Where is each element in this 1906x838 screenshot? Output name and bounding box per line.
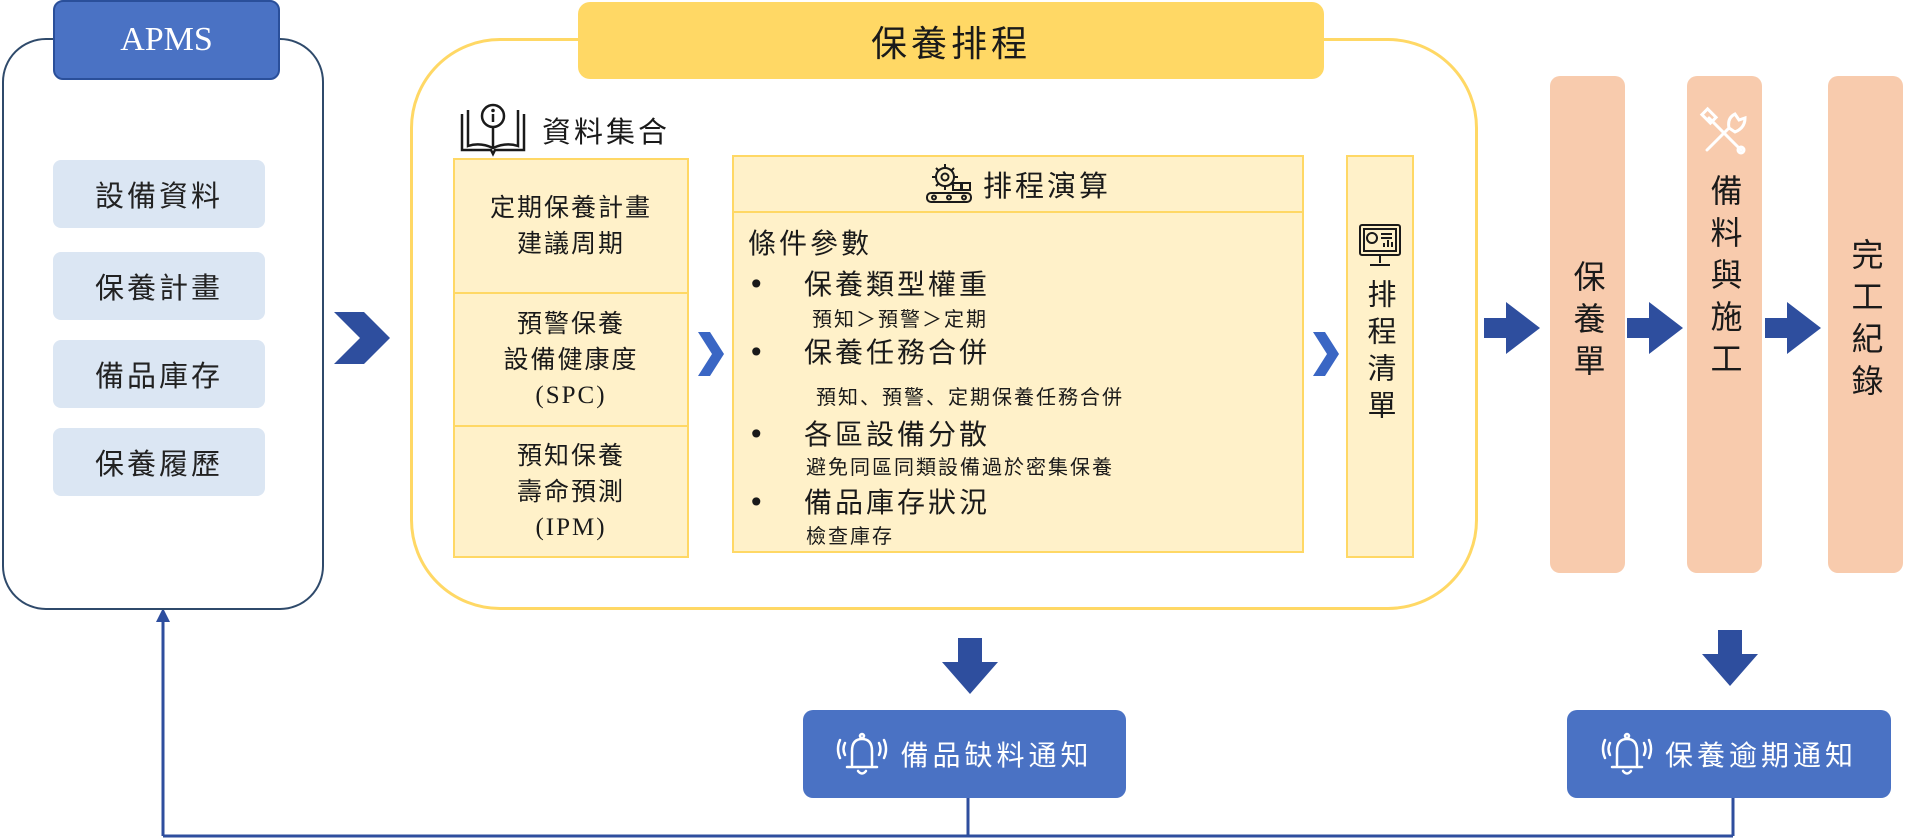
- step-label: 備料與施工: [1705, 174, 1744, 384]
- algorithm-header: 排程演算: [732, 155, 1304, 213]
- data-cell-line: (IPM): [535, 513, 607, 541]
- bullet-label: 保養任務合併: [804, 336, 991, 369]
- bullet-area-disperse: • 各區設備分散: [748, 413, 990, 453]
- data-cell-line: 壽命預測: [516, 476, 625, 506]
- apms-item-history: 保養履歷: [53, 428, 265, 496]
- bullet-dot: •: [748, 268, 768, 301]
- step-label: 完工紀錄: [1846, 238, 1885, 406]
- monitor-chart-icon: [1359, 224, 1401, 266]
- overdue-notice: 保養逾期通知: [1567, 710, 1891, 798]
- shortage-notice-label: 備品缺料通知: [900, 739, 1093, 772]
- book-info-icon: [460, 103, 526, 157]
- apms-item-equipment: 設備資料: [53, 160, 265, 228]
- bullet-sub: 避免同區同類設備過於密集保養: [806, 455, 1114, 479]
- apms-panel: [2, 38, 324, 610]
- arrow-right-icon: [1484, 302, 1540, 354]
- step-completion-record: 完工紀錄: [1828, 76, 1903, 573]
- chevron-right-icon: [698, 332, 724, 376]
- bullet-inventory-status: • 備品庫存狀況: [748, 481, 990, 521]
- arrow-right-icon: [1627, 302, 1683, 354]
- bullet-label: 各區設備分散: [804, 418, 991, 451]
- bullet-dot: •: [748, 336, 768, 369]
- params-label: 條件參數: [748, 227, 873, 260]
- arrow-down-icon: [1702, 630, 1758, 686]
- algorithm-title: 排程演算: [982, 169, 1111, 203]
- data-cell-warning: 預警保養 設備健康度 (SPC): [453, 292, 689, 427]
- bullet-label: 保養類型權重: [804, 268, 991, 301]
- apms-title: APMS: [53, 0, 280, 80]
- step-maintenance-order: 保養單: [1550, 76, 1625, 573]
- bullet-type-weight: • 保養類型權重: [748, 263, 990, 303]
- bullet-sub: 檢查庫存: [806, 524, 894, 548]
- chevron-right-icon: [1313, 332, 1339, 376]
- schedule-list-label: 排程清單: [1363, 279, 1397, 427]
- data-collection-title: 資料集合: [542, 115, 671, 149]
- apms-item-inventory: 備品庫存: [53, 340, 265, 408]
- overdue-notice-label: 保養逾期通知: [1664, 739, 1857, 772]
- data-cell-line: (SPC): [535, 381, 607, 409]
- bullet-dot: •: [748, 486, 768, 519]
- data-cell-line: 建議周期: [516, 229, 625, 258]
- bullet-dot: •: [748, 418, 768, 451]
- data-cell-line: 預知保養: [516, 440, 625, 470]
- bullet-label: 備品庫存狀況: [804, 486, 991, 519]
- step-label: 保養單: [1568, 260, 1607, 386]
- step-material-construction: 備料與施工: [1687, 76, 1762, 573]
- data-cell-line: 預警保養: [516, 308, 625, 338]
- data-cell-predictive: 預知保養 壽命預測 (IPM): [453, 425, 689, 558]
- scheduling-title: 保養排程: [578, 2, 1324, 79]
- shortage-notice: 備品缺料通知: [803, 710, 1126, 798]
- apms-item-plan: 保養計畫: [53, 252, 265, 320]
- tools-icon: [1699, 106, 1747, 155]
- arrow-right-icon: [334, 312, 390, 364]
- bullet-task-merge: • 保養任務合併: [748, 331, 990, 371]
- gear-conveyor-icon: [925, 164, 972, 203]
- bullet-sub: 預知＞預警＞定期: [812, 307, 988, 331]
- schedule-list-box: 排程清單: [1346, 155, 1414, 558]
- data-cell-periodic: 定期保養計畫 建議周期: [453, 158, 689, 294]
- bullet-sub: 預知、預警、定期保養任務合併: [816, 385, 1124, 409]
- data-cell-line: 設備健康度: [503, 344, 639, 374]
- arrow-right-icon: [1765, 302, 1821, 354]
- bell-icon: [1601, 732, 1653, 775]
- data-cell-line: 定期保養計畫: [489, 193, 652, 222]
- arrow-down-icon: [942, 638, 998, 694]
- bell-icon: [837, 732, 888, 775]
